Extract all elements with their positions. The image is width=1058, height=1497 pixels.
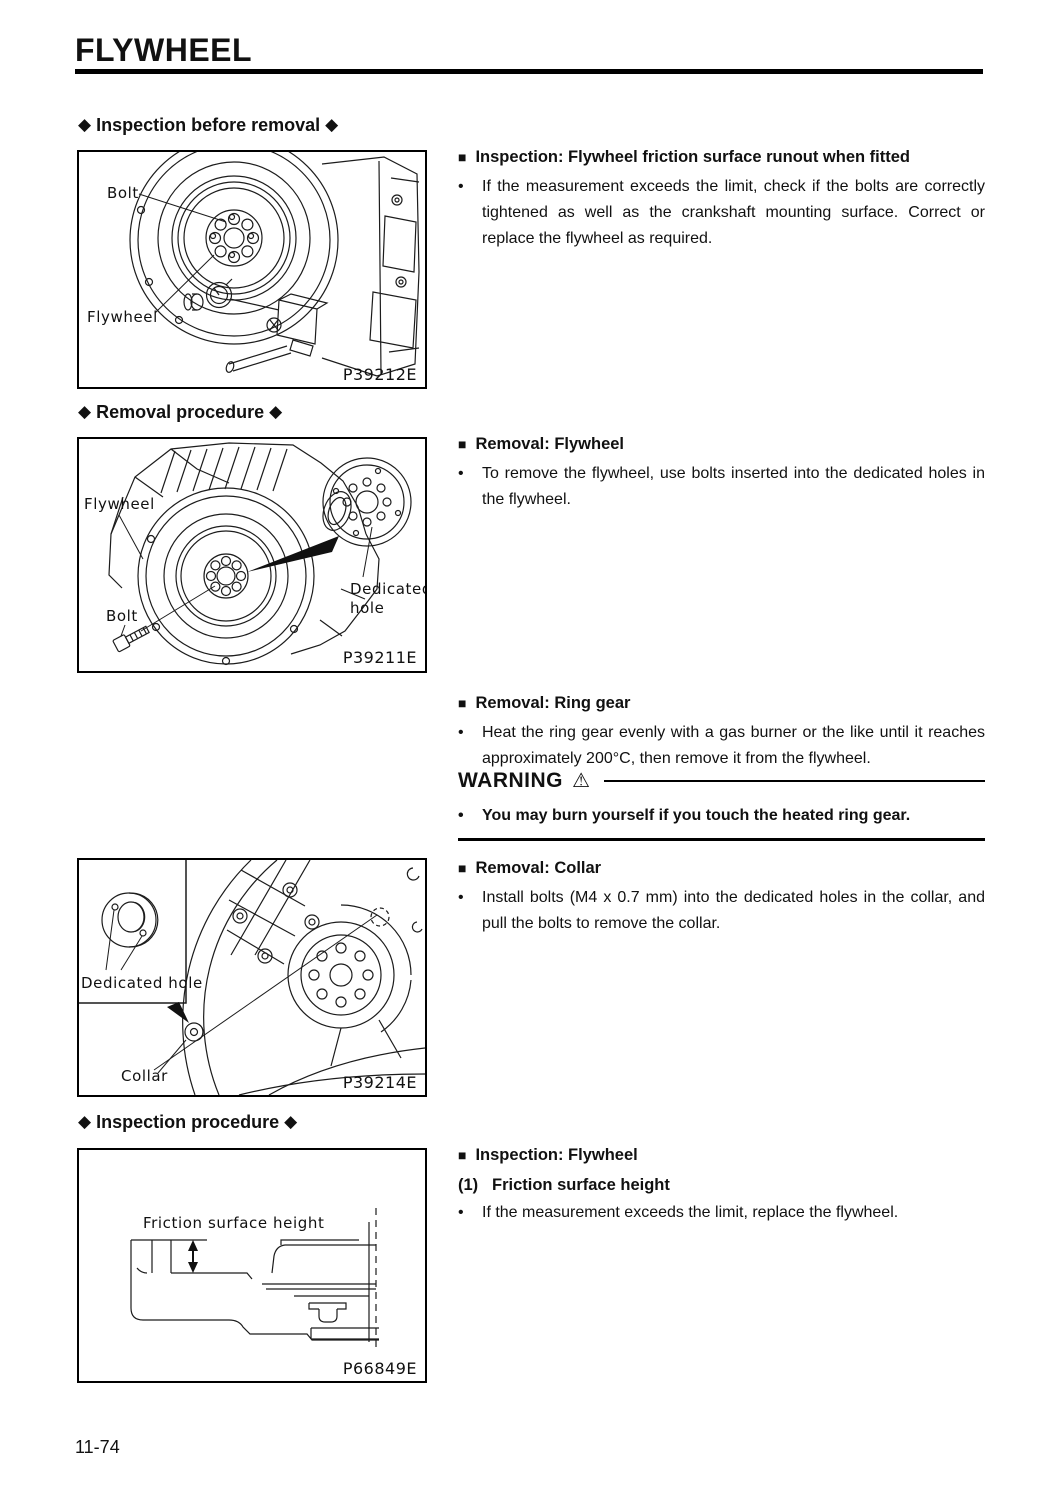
bullet-item: • If the measurement exceeds the limit, … <box>458 174 985 252</box>
square-icon: ■ <box>458 860 467 876</box>
block-heading: ■ Removal: Flywheel <box>458 433 985 456</box>
item-number: (1) <box>458 1176 479 1194</box>
warning-label: WARNING <box>458 769 563 792</box>
bullet-icon: • <box>458 724 464 741</box>
section-heading-label: Inspection procedure <box>96 1112 280 1132</box>
square-icon: ■ <box>458 695 467 711</box>
bullet-icon: • <box>458 889 464 906</box>
figure-code: P39214E <box>343 1073 417 1092</box>
block-heading-label: Removal: Collar <box>475 859 602 877</box>
block-removal-collar: ■ Removal: Collar • Install bolts (M4 x … <box>458 857 985 937</box>
item-heading: Friction surface height <box>492 1176 670 1194</box>
figure-label-collar: Collar <box>121 1067 168 1085</box>
block-heading-label: Removal: Flywheel <box>475 435 625 453</box>
line-art <box>108 442 412 666</box>
bullet-text: To remove the flywheel, use bolts insert… <box>482 465 985 508</box>
inset-arrow <box>167 1002 189 1023</box>
warning-header: WARNING ⚠ <box>458 766 985 796</box>
figure-code: P66849E <box>343 1359 417 1378</box>
figure-removal-drawing: Flywheel Bolt Dedicated hole P39211E <box>84 442 425 667</box>
warning-block: WARNING ⚠ • You may burn yourself if you… <box>458 766 985 841</box>
page-number: 11-74 <box>75 1437 120 1457</box>
figure-runout: Bolt Flywheel P39212E <box>77 150 427 389</box>
page-title: FLYWHEEL <box>75 32 253 68</box>
figure-removal: Flywheel Bolt Dedicated hole P39211E <box>77 437 427 673</box>
bullet-icon: • <box>458 178 464 195</box>
bullet-item: • Install bolts (M4 x 0.7 mm) into the d… <box>458 885 985 937</box>
bullet-icon: • <box>458 807 464 824</box>
numbered-subheading: (1) Friction surface height <box>458 1172 985 1198</box>
diamond-icon: ◆ <box>325 115 339 134</box>
diamond-icon: ◆ <box>78 1112 92 1131</box>
figure-label-dedicated-hole: Dedicated hole <box>81 974 203 992</box>
figure-collar-drawing: Dedicated hole Collar P39214E <box>79 860 425 1095</box>
bullet-text: Heat the ring gear evenly with a gas bur… <box>482 724 985 767</box>
figure-code: P39212E <box>343 365 417 384</box>
warning-rule <box>603 780 985 782</box>
bullet-item: • If the measurement exceeds the limit, … <box>458 1200 985 1226</box>
block-heading-label: Inspection: Flywheel friction surface ru… <box>475 148 911 166</box>
direction-arrow <box>247 536 339 572</box>
bullet-text: If the measurement exceeds the limit, re… <box>482 1204 899 1221</box>
title-rule <box>75 69 983 74</box>
line-art <box>79 860 425 1095</box>
block-heading: ■ Inspection: Flywheel <box>458 1144 985 1167</box>
block-inspection-flywheel: ■ Inspection: Flywheel (1) Friction surf… <box>458 1144 985 1226</box>
diamond-icon: ◆ <box>78 115 92 134</box>
figure-label-bolt: Bolt <box>106 607 138 625</box>
figure-code: P39211E <box>343 648 417 667</box>
section-heading-removal-procedure: ◆ Removal procedure ◆ <box>78 402 282 423</box>
warning-bottom-rule <box>458 838 985 841</box>
figure-label-dedicated-hole: Dedicated <box>350 580 425 598</box>
block-removal-ring-gear: ■ Removal: Ring gear • Heat the ring gea… <box>458 692 985 772</box>
warning-text: You may burn yourself if you touch the h… <box>482 807 911 824</box>
diamond-icon: ◆ <box>269 402 283 421</box>
bullet-text: Install bolts (M4 x 0.7 mm) into the ded… <box>482 889 985 932</box>
block-heading: ■ Inspection: Flywheel friction surface … <box>458 146 985 169</box>
block-heading-label: Removal: Ring gear <box>475 694 631 712</box>
bullet-item: • To remove the flywheel, use bolts inse… <box>458 461 985 513</box>
bullet-icon: • <box>458 465 464 482</box>
warning-triangle-icon: ⚠ <box>572 769 590 792</box>
block-removal-flywheel: ■ Removal: Flywheel • To remove the flyw… <box>458 433 985 513</box>
block-inspection-runout: ■ Inspection: Flywheel friction surface … <box>458 146 985 252</box>
block-heading: ■ Removal: Collar <box>458 857 985 880</box>
figure-friction-drawing: Friction surface height P66849E <box>130 1208 417 1378</box>
diamond-icon: ◆ <box>78 402 92 421</box>
figure-label-flywheel: Flywheel <box>84 495 155 513</box>
warning-bullet-item: • You may burn yourself if you touch the… <box>458 803 985 829</box>
square-icon: ■ <box>458 1147 467 1163</box>
square-icon: ■ <box>458 149 467 165</box>
line-art <box>130 1208 379 1350</box>
figure-label-flywheel: Flywheel <box>87 308 158 326</box>
figure-collar: Dedicated hole Collar P39214E <box>77 858 427 1097</box>
figure-label-friction-surface-height: Friction surface height <box>143 1214 324 1232</box>
square-icon: ■ <box>458 436 467 452</box>
diamond-icon: ◆ <box>284 1112 298 1131</box>
figure-friction: Friction surface height P66849E <box>77 1148 427 1383</box>
section-heading-label: Removal procedure <box>96 402 265 422</box>
block-heading-label: Inspection: Flywheel <box>475 1146 638 1164</box>
section-heading-inspection-procedure: ◆ Inspection procedure ◆ <box>78 1112 297 1133</box>
measure-arrow <box>188 1240 198 1273</box>
block-heading: ■ Removal: Ring gear <box>458 692 985 715</box>
bullet-text: If the measurement exceeds the limit, ch… <box>482 178 985 247</box>
section-heading-label: Inspection before removal <box>96 115 321 135</box>
bullet-icon: • <box>458 1204 464 1221</box>
section-heading-inspection-before-removal: ◆ Inspection before removal ◆ <box>78 115 338 136</box>
figure-label-dedicated-hole: hole <box>350 599 384 617</box>
figure-label-bolt: Bolt <box>107 184 139 202</box>
figure-runout-drawing: Bolt Flywheel P39212E <box>87 152 420 384</box>
bullet-item: • Heat the ring gear evenly with a gas b… <box>458 720 985 772</box>
line-art <box>129 152 420 377</box>
